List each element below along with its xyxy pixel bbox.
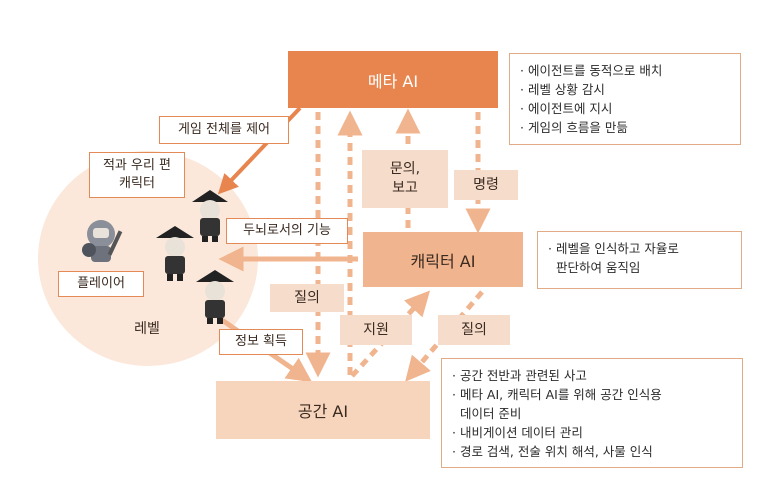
ally-enemy-label: 적과 우리 편 캐릭터 <box>89 152 185 198</box>
meta-ai-notes: · 에이전트를 동적으로 배치 · 레벨 상황 감시 · 에이전트에 지시 · … <box>509 53 741 145</box>
level-label: 레벨 <box>134 320 160 337</box>
support-label: 지원 <box>340 315 412 345</box>
note-item: · 내비게이션 데이터 관리 <box>452 425 583 440</box>
info-acquire-label: 정보 획득 <box>219 329 303 355</box>
query-left-label: 질의 <box>270 284 344 312</box>
query-right-label: 질의 <box>438 315 510 345</box>
pirate-character-icon <box>192 190 228 242</box>
command-label: 명령 <box>454 170 518 200</box>
note-item: · 경로 검색, 전술 위치 해석, 사물 인식 <box>452 444 653 459</box>
arrow-char-to-space <box>405 290 484 382</box>
note-item: · 레벨을 인식하고 자율로 <box>548 241 679 256</box>
meta-ai-label: 메타 AI <box>367 71 419 91</box>
meta-ai-box: 메타 AI <box>288 51 498 108</box>
brain-function-label: 두뇌로서의 기능 <box>226 218 348 244</box>
character-ai-label: 캐릭터 AI <box>410 251 476 271</box>
player-knight-icon <box>82 220 123 262</box>
note-item: 판단하여 움직임 <box>548 260 641 275</box>
character-ai-box: 캐릭터 AI <box>363 232 523 287</box>
pirate-character-icon <box>156 226 194 281</box>
note-item: · 에이전트를 동적으로 배치 <box>520 63 663 78</box>
pirate-character-icon <box>196 270 234 324</box>
player-label: 플레이어 <box>58 271 144 297</box>
note-item: · 레벨 상황 감시 <box>520 82 605 97</box>
note-item: 데이터 준비 <box>452 406 522 421</box>
space-ai-box: 공간 AI <box>216 381 430 439</box>
space-ai-notes: · 공간 전반과 관련된 사고 · 메타 AI, 캐릭터 AI를 위해 공간 인… <box>441 358 743 468</box>
inquiry-report-label: 문의, 보고 <box>362 150 448 208</box>
arrow-space-to-char <box>350 290 431 378</box>
note-item: · 메타 AI, 캐릭터 AI를 위해 공간 인식용 <box>452 387 662 402</box>
note-item: · 에이전트에 지시 <box>520 101 613 116</box>
control-game-label: 게임 전체를 제어 <box>159 116 289 144</box>
character-ai-notes: · 레벨을 인식하고 자율로 판단하여 움직임 <box>537 231 742 289</box>
note-item: · 게임의 흐름을 만듦 <box>520 120 628 135</box>
note-item: · 공간 전반과 관련된 사고 <box>452 368 587 383</box>
space-ai-label: 공간 AI <box>297 402 349 421</box>
